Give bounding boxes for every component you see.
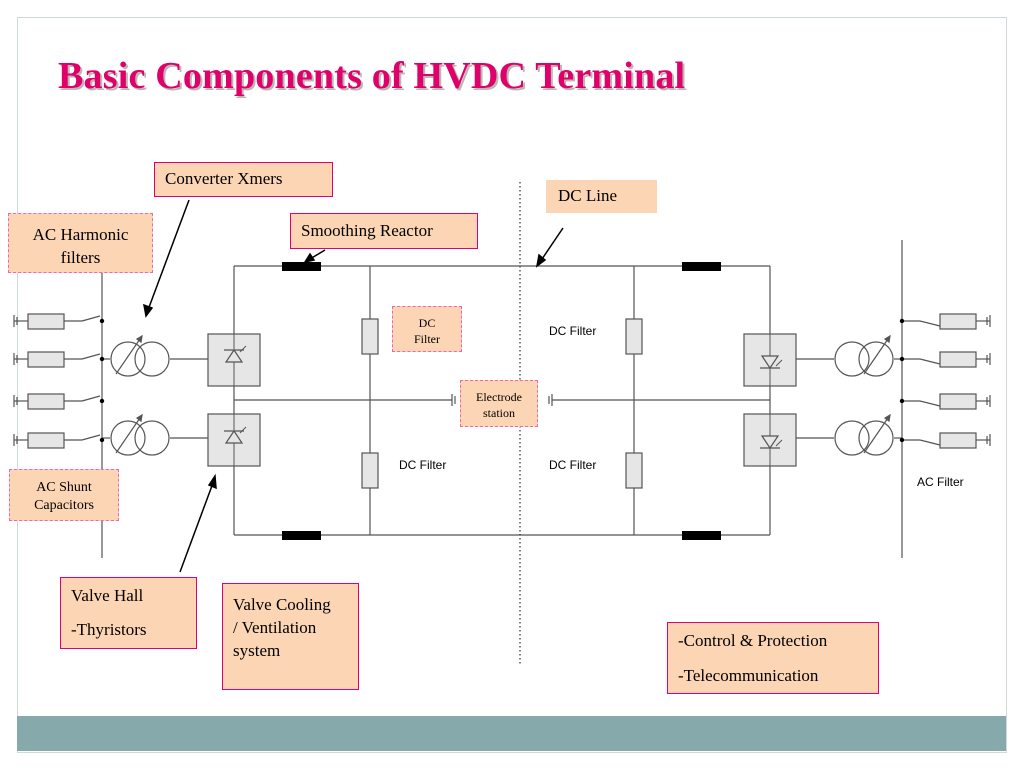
ac-filter-label: AC Filter <box>917 475 964 489</box>
ac-shunt-capacitors-line1: AC Shunt <box>36 480 92 495</box>
converter-xmers-label: Converter Xmers <box>165 169 283 188</box>
valve-hall-callout: Valve Hall -Thyristors <box>60 577 197 649</box>
valve-cooling-line1: Valve Cooling <box>233 595 331 614</box>
valve-cooling-line2: / Ventilation <box>233 618 317 637</box>
right-thyristor-valves <box>743 333 797 467</box>
smoothing-reactors <box>282 262 721 540</box>
dc-filter-label-upper-right: DC Filter <box>549 324 597 338</box>
dc-line-label: DC Line <box>558 186 618 205</box>
valve-cooling-callout: Valve Cooling / Ventilation system <box>222 583 359 690</box>
ac-harmonic-filters-line1: AC Harmonic <box>32 225 129 244</box>
right-ac-filter-bank <box>939 313 977 449</box>
dc-filter-label-lower-left: DC Filter <box>399 458 447 472</box>
dc-filter-label-lower-right: DC Filter <box>549 458 597 472</box>
slide-title: Basic Components of HVDC Terminal <box>58 55 686 97</box>
footer-bar <box>17 716 1006 751</box>
valve-cooling-line3: system <box>233 641 281 660</box>
right-converter-transformers <box>834 334 894 456</box>
dc-filter-callout: DC Filter <box>392 306 462 352</box>
left-converter-transformers <box>110 334 170 456</box>
telecommunication-label: -Telecommunication <box>678 666 819 685</box>
left-ground-symbols <box>13 315 18 446</box>
dc-filter-callout-line1: DC <box>418 316 436 330</box>
electrode-station-callout: Electrode station <box>460 380 538 427</box>
converter-xmers-callout: Converter Xmers <box>154 162 333 197</box>
left-thyristor-valves <box>207 333 261 467</box>
electrode-ground-symbols <box>451 394 553 406</box>
electrode-station-line1: Electrode <box>476 390 522 404</box>
dc-filter-elements <box>361 318 643 489</box>
ac-harmonic-filters-callout: AC Harmonic filters <box>8 213 153 273</box>
bus-junction-dots <box>99 318 905 443</box>
left-ac-filter-bank <box>27 313 65 449</box>
control-telecom-callout: -Control & Protection -Telecommunication <box>667 622 879 694</box>
right-ground-symbols <box>986 315 991 446</box>
ac-harmonic-filters-line2: filters <box>60 248 101 267</box>
dc-filter-callout-line2: Filter <box>414 332 440 346</box>
dc-line-callout: DC Line <box>546 180 657 213</box>
ac-shunt-capacitors-callout: AC Shunt Capacitors <box>9 469 119 521</box>
callout-pointer-arrows <box>143 199 564 573</box>
smoothing-reactor-label: Smoothing Reactor <box>301 221 433 240</box>
control-protection-label: -Control & Protection <box>678 631 828 650</box>
valve-hall-line1: Valve Hall <box>71 586 144 605</box>
electrode-station-line2: station <box>483 406 515 420</box>
valve-hall-line2: -Thyristors <box>71 620 147 639</box>
smoothing-reactor-callout: Smoothing Reactor <box>290 213 478 249</box>
ac-shunt-capacitors-line2: Capacitors <box>34 498 94 513</box>
